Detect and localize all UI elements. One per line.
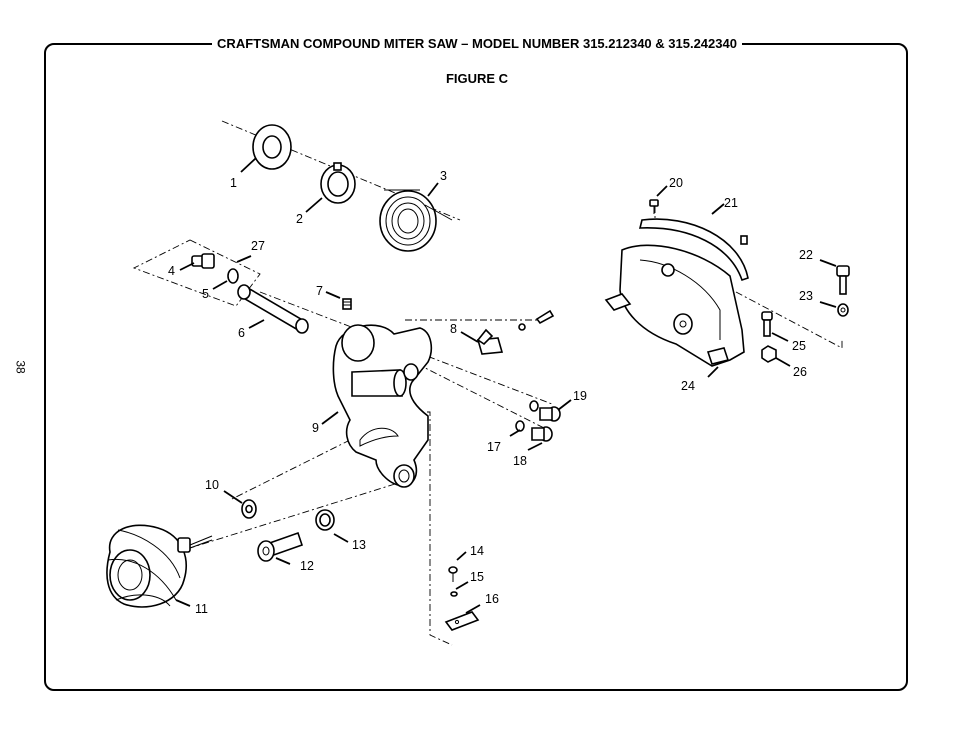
callout-21: 21 — [724, 196, 738, 210]
callout-7: 7 — [316, 284, 323, 298]
figure-label: FIGURE C — [445, 71, 509, 86]
part-11-knob — [106, 524, 213, 608]
callout-12: 12 — [300, 559, 314, 573]
callout-23: 23 — [799, 289, 813, 303]
callout-11: 11 — [195, 602, 208, 616]
callout-2: 2 — [296, 212, 303, 226]
callout-19: 19 — [573, 389, 587, 403]
part-8-bracket — [476, 309, 555, 355]
part-3-torsion-spring — [379, 189, 453, 252]
callout-leaders — [175, 157, 837, 614]
part-9-arm-casting — [332, 324, 433, 488]
callout-16: 16 — [485, 592, 499, 606]
callout-13: 13 — [352, 538, 366, 552]
callout-numbers: 1 2 3 4 5 6 7 8 9 10 11 12 13 14 15 16 1… — [168, 169, 813, 616]
callout-1: 1 — [230, 176, 237, 190]
part-25-bolt — [761, 311, 773, 337]
part-16-plate — [444, 611, 480, 631]
part-5-pin — [227, 268, 239, 284]
part-20-screw — [649, 199, 659, 214]
part-12-bushing — [257, 531, 304, 562]
part-18-screw — [531, 426, 553, 442]
part-6-shaft — [237, 284, 309, 334]
part-15-washer — [450, 591, 458, 597]
callout-3: 3 — [440, 169, 447, 183]
part-24-guard-housing — [604, 244, 745, 367]
callout-5: 5 — [202, 287, 209, 301]
callout-9: 9 — [312, 421, 319, 435]
part-26-nut — [761, 345, 777, 363]
callout-8: 8 — [450, 322, 457, 336]
part-13-washer — [315, 509, 335, 531]
callout-22: 22 — [799, 248, 813, 262]
part-22-bolt — [836, 265, 850, 295]
part-17-washer — [515, 420, 525, 432]
part-4-screw — [191, 253, 215, 269]
callout-10: 10 — [205, 478, 219, 492]
part-1-bearing-ring — [252, 124, 292, 170]
callout-18: 18 — [513, 454, 527, 468]
part-23-washer — [837, 303, 849, 317]
callout-25: 25 — [792, 339, 806, 353]
part-10-washer — [241, 499, 257, 519]
callout-24: 24 — [681, 379, 695, 393]
callout-4: 4 — [168, 264, 175, 278]
callout-6: 6 — [238, 326, 245, 340]
callout-15: 15 — [470, 570, 484, 584]
callout-27: 27 — [251, 239, 265, 253]
part-2-retaining-ring — [320, 162, 356, 204]
callout-17: 17 — [487, 440, 501, 454]
callout-20: 20 — [669, 176, 683, 190]
part-7-set-screw — [342, 298, 352, 310]
callout-14: 14 — [470, 544, 484, 558]
page-header-title: CRAFTSMAN COMPOUND MITER SAW – MODEL NUM… — [212, 36, 742, 51]
callout-26: 26 — [793, 365, 807, 379]
part-14-screw — [448, 566, 458, 582]
part-19-screw — [529, 400, 561, 422]
part-21-upper-guard — [638, 218, 749, 282]
